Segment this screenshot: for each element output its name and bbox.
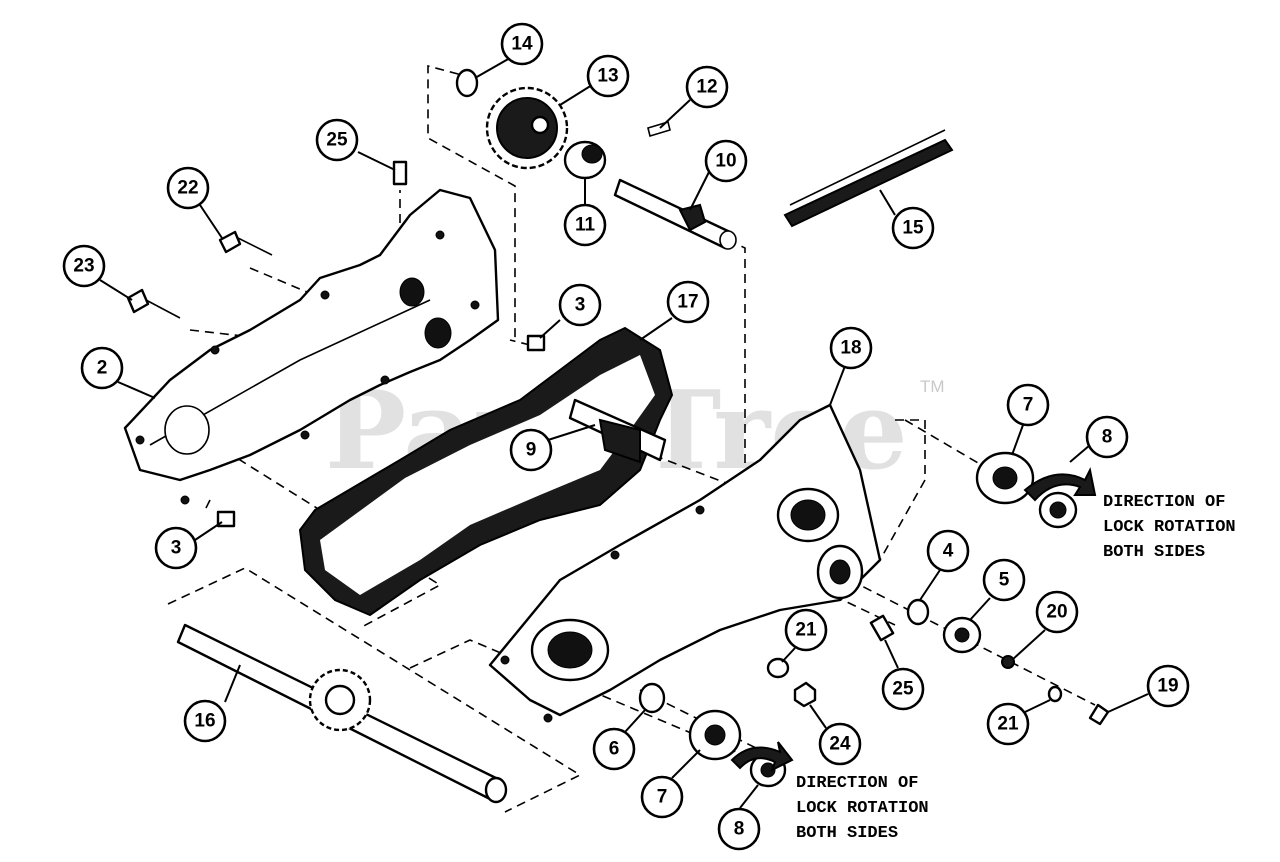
left-chain-case-half: [123, 188, 500, 505]
callout-6: 6: [592, 727, 636, 771]
callout-19: 19: [1146, 664, 1190, 708]
note-bottom-line-3: BOTH SIDES: [796, 824, 898, 843]
note-right-line-1: DIRECTION OF: [1103, 493, 1225, 512]
callout-10: 10: [704, 139, 748, 183]
callout-8-right: 8: [1085, 415, 1129, 459]
callout-label: 25: [326, 130, 348, 151]
callout-2: 2: [80, 346, 124, 390]
callout-label: 5: [999, 570, 1010, 591]
callout-label: 6: [609, 739, 620, 760]
callout-label: 16: [194, 711, 215, 732]
washer-21-center: [766, 657, 790, 679]
callout-16: 16: [183, 699, 227, 743]
key-12: [647, 120, 671, 138]
bolt-23: [126, 288, 181, 319]
fitting-25-bottom: [869, 614, 895, 642]
axle-16: [176, 623, 508, 804]
callout-7-right: 7: [1006, 383, 1050, 427]
callout-label: 21: [795, 620, 817, 641]
callout-label: 9: [526, 440, 537, 461]
callout-label: 10: [715, 151, 736, 172]
callout-label: 25: [892, 679, 914, 700]
callout-5: 5: [982, 558, 1026, 602]
callout-3-lower: 3: [154, 526, 198, 570]
callout-label: 11: [575, 215, 596, 236]
callout-8-bottom: 8: [717, 807, 761, 851]
callout-label: 7: [1023, 395, 1034, 416]
upper-gear: [485, 86, 569, 170]
shaft-10: [613, 178, 737, 250]
bearing-11: [563, 140, 607, 180]
callout-label: 19: [1157, 676, 1178, 697]
callout-13: 13: [586, 54, 630, 98]
callouts: 14 13 12 10 25 11 22 15 23 3 17 18 2 9 7…: [62, 22, 1190, 851]
callout-label: 20: [1046, 602, 1067, 623]
callout-label: 15: [902, 218, 924, 239]
bearing-7-right: [975, 451, 1035, 505]
note-right: DIRECTION OF LOCK ROTATION BOTH SIDES: [1103, 493, 1236, 562]
washer-4: [906, 598, 930, 626]
callout-4: 4: [926, 529, 970, 573]
hub-assembly: [816, 544, 864, 600]
callout-label: 21: [997, 714, 1019, 735]
washer-21-right: [1047, 685, 1063, 703]
callout-label: 12: [696, 77, 717, 98]
fitting-25-top: [392, 160, 408, 186]
note-bottom-line-1: DIRECTION OF: [796, 774, 918, 793]
callout-22: 22: [166, 166, 210, 210]
callout-label: 8: [734, 819, 745, 840]
callout-label: 17: [677, 292, 698, 313]
callout-9: 9: [509, 428, 553, 472]
callout-label: 13: [597, 66, 618, 87]
callout-label: 22: [177, 178, 198, 199]
bolt-19: [1088, 703, 1110, 726]
watermark-tm: TM: [920, 377, 945, 396]
callout-15: 15: [891, 206, 935, 250]
callout-24: 24: [818, 722, 862, 766]
callout-label: 7: [657, 787, 668, 808]
callout-label: 3: [575, 295, 586, 316]
note-right-line-2: LOCK ROTATION: [1103, 518, 1236, 537]
note-right-line-3: BOTH SIDES: [1103, 543, 1205, 562]
callout-label: 3: [171, 538, 182, 559]
nut-20: [1001, 655, 1015, 669]
pin-3-upper: [526, 334, 546, 352]
callout-11: 11: [563, 203, 607, 247]
lock-collar-8-right: [1023, 466, 1097, 529]
callout-label: 18: [840, 338, 861, 359]
callout-25-bottom: 25: [881, 667, 925, 711]
callout-label: 23: [73, 256, 94, 277]
callout-21-right: 21: [986, 702, 1030, 746]
callout-label: 8: [1102, 427, 1113, 448]
gear-shaft-9: [568, 398, 667, 464]
callout-7-bottom: 7: [640, 775, 684, 819]
chain: [783, 129, 954, 228]
callout-label: 2: [97, 358, 108, 379]
spacer-6: [638, 682, 666, 714]
callout-12: 12: [685, 65, 729, 109]
callout-17: 17: [666, 280, 710, 324]
callout-14: 14: [500, 22, 544, 66]
nut-24: [793, 681, 817, 708]
leader-lines: [99, 57, 1149, 809]
callout-23: 23: [62, 244, 106, 288]
bolt-22: [218, 230, 273, 256]
callout-18: 18: [829, 326, 873, 370]
callout-25-top: 25: [315, 118, 359, 162]
callout-label: 14: [511, 34, 533, 55]
callout-3-upper: 3: [558, 283, 602, 327]
callout-21-center: 21: [784, 608, 828, 652]
note-bottom-line-2: LOCK ROTATION: [796, 799, 929, 818]
lock-collar-8-bottom: [730, 741, 794, 788]
callout-label: 24: [829, 734, 851, 755]
washer-14: [455, 68, 479, 98]
callout-20: 20: [1035, 590, 1079, 634]
callout-label: 4: [943, 541, 954, 562]
note-bottom: DIRECTION OF LOCK ROTATION BOTH SIDES: [796, 774, 929, 843]
bearing-7-bottom: [688, 709, 742, 761]
bearing-5: [942, 616, 982, 654]
right-chain-case-half: [488, 403, 882, 723]
